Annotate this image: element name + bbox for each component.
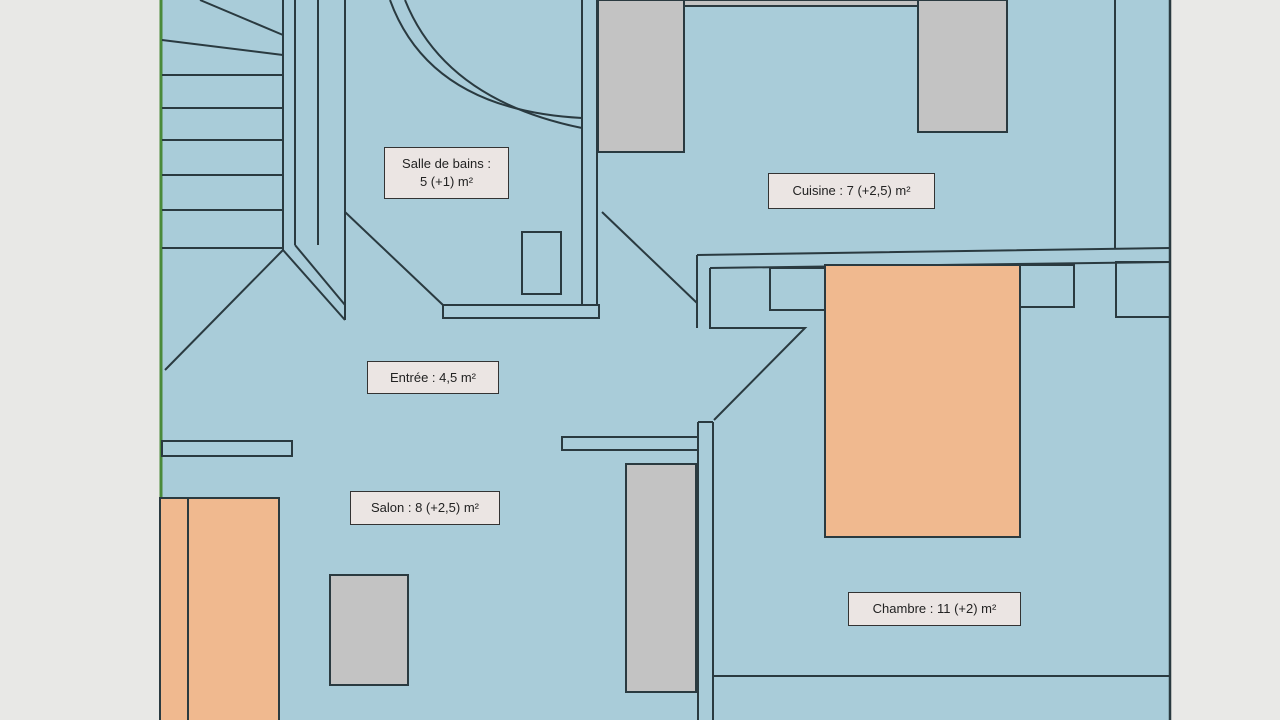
paper-margin-right [1172,0,1280,720]
room-label-line: 5 (+1) m² [419,174,474,189]
room-label-line: Salon : 8 (+2,5) m² [370,500,480,515]
room-label-line: Cuisine : 7 (+2,5) m² [792,183,911,198]
bedroom-walls [561,247,1171,720]
staircase [161,0,346,371]
room-label-salon: Salon : 8 (+2,5) m² [350,491,500,525]
room-label-line: Entrée : 4,5 m² [390,369,476,385]
room-label-entree: Entrée : 4,5 m² [367,361,499,394]
room-label-line: Chambre : 11 (+2) m² [872,601,997,616]
room-label-chambre: Chambre : 11 (+2) m² [848,592,1021,626]
room-label-line: Salle de bains : [402,156,491,171]
paper-margin-left [0,0,160,720]
room-label-salle-de-bains: Salle de bains : 5 (+1) m² [384,147,509,199]
living-room [159,440,409,720]
room-label-cuisine: Cuisine : 7 (+2,5) m² [768,173,935,209]
kitchen [597,0,1116,304]
